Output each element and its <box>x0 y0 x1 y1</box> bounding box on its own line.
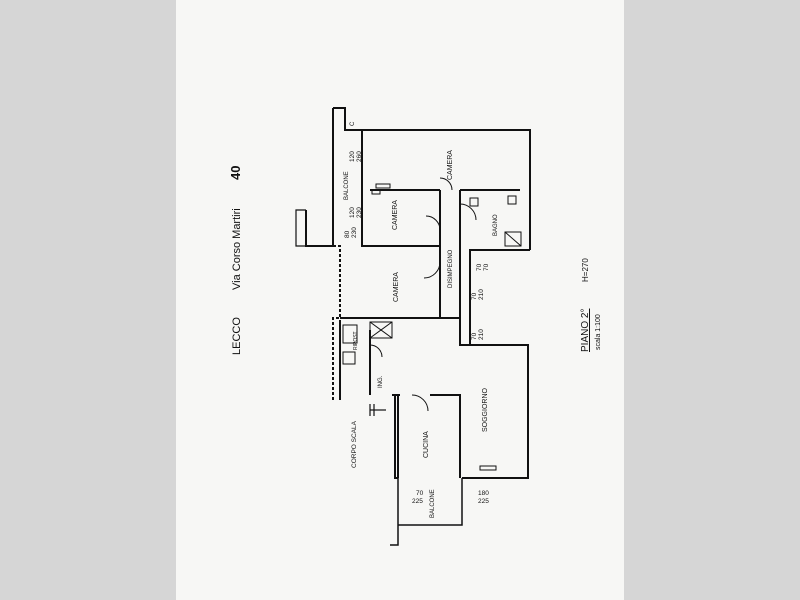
dim-5: 80 <box>344 230 351 238</box>
room-ingresso: ING. <box>378 375 384 388</box>
room-balcone-bottom: BALCONE <box>430 489 436 518</box>
room-bagno: BAGNO <box>493 214 499 236</box>
door-swings <box>369 177 477 412</box>
room-cucina: CUCINA <box>423 431 430 458</box>
dim-1: 120 <box>349 151 356 162</box>
stair-arrow <box>369 404 386 416</box>
floor-height: H=270 <box>581 258 590 282</box>
floor-scale: scala 1:100 <box>595 314 602 350</box>
dim-15: 180 <box>478 490 489 497</box>
title-address: Via Corso Martiri <box>231 208 243 290</box>
drawing-sheet: LECCO Via Corso Martiri 40 CAMERA CAMERA… <box>176 0 624 600</box>
room-camera-small: CAMERA <box>392 200 399 230</box>
fixtures <box>342 183 522 471</box>
room-ripostiglio: RIPOST. <box>353 331 359 350</box>
dim-14: 225 <box>412 498 423 505</box>
dim-2: 260 <box>356 151 363 162</box>
floor-label: PIANO 2° <box>580 309 591 352</box>
dim-8: 70 <box>483 263 490 271</box>
dim-9: 70 <box>471 292 478 300</box>
dim-3: 120 <box>349 207 356 218</box>
dim-10: 210 <box>478 289 485 300</box>
room-balcone-top: BALCONE <box>344 171 350 200</box>
dim-11: 70 <box>471 332 478 340</box>
floor-plan: LECCO Via Corso Martiri 40 CAMERA CAMERA… <box>228 107 602 546</box>
room-camera-mid: CAMERA <box>393 272 400 302</box>
dim-13: 70 <box>416 490 424 497</box>
room-soggiorno: SOGGIORNO <box>482 387 489 432</box>
dim-4: 230 <box>356 207 363 218</box>
dim-6: 230 <box>351 227 358 238</box>
room-c-mark: C <box>350 121 356 126</box>
title-city: LECCO <box>231 317 243 355</box>
room-corpo-scala: CORPO SCALA <box>351 420 358 468</box>
room-camera-large: CAMERA <box>447 150 454 180</box>
room-disimpegno: DISIMPEGNO <box>448 249 454 288</box>
dim-12: 210 <box>478 329 485 340</box>
walls <box>295 107 531 546</box>
dim-7: 70 <box>476 263 483 271</box>
dim-16: 225 <box>478 498 489 505</box>
title-number: 40 <box>228 166 243 180</box>
